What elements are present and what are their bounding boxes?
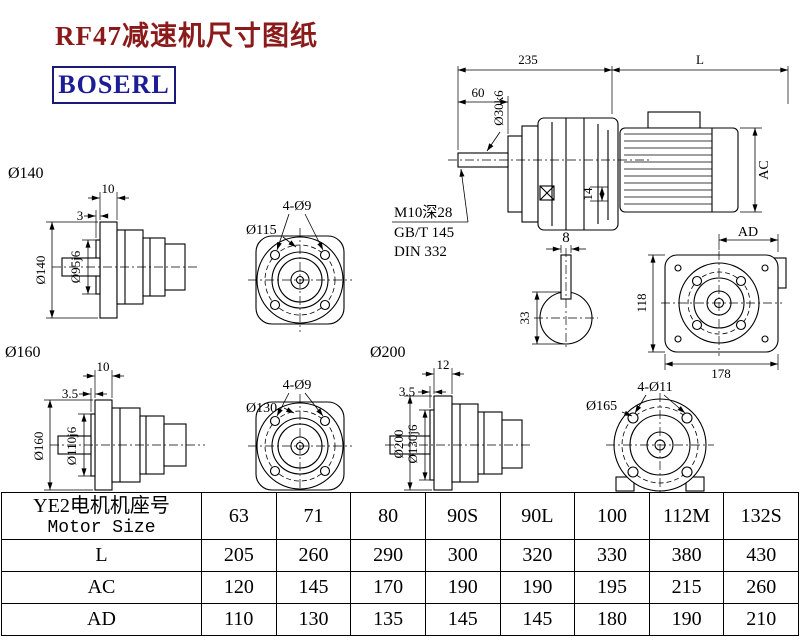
flange140-holes-label: 4-Ø9 — [283, 199, 312, 214]
flange160-thickness-label: 10 — [97, 359, 110, 374]
row-label: L — [1, 539, 202, 572]
shaft-section-detail: 8 33 — [517, 230, 598, 350]
table-cell: 190 — [648, 603, 725, 636]
table-cell: 195 — [574, 571, 650, 604]
flange160-front-view: 4-Ø9 Ø130 — [246, 378, 352, 491]
dim-235-label: 235 — [518, 52, 538, 67]
table-cell: 190 — [499, 571, 576, 604]
flange200-thickness-label: 12 — [437, 357, 450, 372]
table-cell: 180 — [574, 603, 650, 636]
plug-symbol — [539, 185, 555, 201]
flange140-thickness-label: 10 — [102, 181, 115, 196]
page-title: RF47减速机尺寸图纸 — [55, 21, 318, 51]
size-col-header: 71 — [275, 492, 352, 540]
flange160-holes-label: 4-Ø9 — [283, 378, 312, 393]
flange160-outer-dia-label: Ø160 — [31, 432, 46, 461]
table-cell: 110 — [201, 603, 277, 636]
table-cell: 215 — [648, 571, 725, 604]
dim-60-label: 60 — [472, 85, 485, 100]
table-cell: 320 — [499, 539, 576, 572]
key-width-label: 8 — [562, 230, 570, 246]
size-col-header: 90L — [499, 492, 576, 540]
motor-size-header: YE2电机机座号 Motor Size — [1, 492, 202, 540]
table-cell: 145 — [499, 603, 576, 636]
flange160-spigot-dia-label: Ø110j6 — [64, 426, 79, 465]
dim-118-label: 118 — [634, 293, 649, 312]
table-cell: 290 — [350, 539, 426, 572]
table-row-AD: AD 110 130 135 145 145 180 190 210 — [1, 603, 799, 636]
size-col-header: 80 — [350, 492, 426, 540]
flange160-side-view: Ø160 10 3.5 Ø160 Ø110j6 — [5, 344, 205, 491]
assembly-side-view: 235 L 60 Ø30k6 14 AC M10深28 GB/T 145 DIN… — [392, 52, 789, 260]
table-cell: 190 — [424, 571, 501, 604]
rear-view: AD 118 178 — [634, 225, 787, 381]
table-cell: 380 — [648, 539, 725, 572]
rear-housing — [664, 254, 779, 353]
table-row-L: L 205 260 290 300 320 330 380 430 — [1, 539, 799, 572]
table-row-AC: AC 120 145 170 190 190 195 215 260 — [1, 571, 799, 604]
table-cell: 135 — [350, 603, 426, 636]
flange200-spigot-depth-label: 3.5 — [399, 384, 415, 399]
table-cell: 170 — [350, 571, 426, 604]
flange140-bolt-circle-label: Ø115 — [246, 223, 277, 238]
motor-body — [619, 127, 739, 213]
size-col-header: 132S — [723, 492, 799, 540]
table-cell: 120 — [201, 571, 277, 604]
flange140-spigot-depth-label: 3 — [77, 208, 84, 223]
table-cell: 300 — [424, 539, 501, 572]
table-header-row: YE2电机机座号 Motor Size 63 71 80 90S 90L 100… — [1, 492, 799, 540]
table-cell: 130 — [275, 603, 352, 636]
flange140-plate — [99, 221, 118, 319]
motor-fins — [624, 133, 712, 205]
dim-L-label: L — [696, 52, 704, 67]
terminal-box — [647, 111, 701, 129]
dim-178-label: 178 — [711, 366, 731, 381]
row-label: AD — [1, 603, 202, 636]
flange200-spigot-dia-label: Ø130j6 — [405, 424, 420, 464]
flange160-bolt-circle-label: Ø130 — [246, 401, 277, 416]
table-cell: 145 — [275, 571, 352, 604]
size-col-header: 90S — [424, 492, 501, 540]
size-col-header: 112M — [648, 492, 725, 540]
flange200-front-view: 4-Ø11 Ø165 — [586, 380, 714, 492]
table-cell: 210 — [723, 603, 799, 636]
flange140-title: Ø140 — [8, 165, 44, 182]
dim-AD-label: AD — [738, 225, 758, 240]
flange160-title: Ø160 — [5, 344, 41, 361]
table-cell: 260 — [275, 539, 352, 572]
table-cell: 430 — [723, 539, 799, 572]
dim-AC-label: AC — [757, 160, 772, 179]
size-col-header: 100 — [574, 492, 650, 540]
header-en: Motor Size — [47, 517, 156, 538]
size-col-header: 63 — [201, 492, 277, 540]
key-depth-label: 33 — [517, 312, 532, 325]
flange140-side-view: Ø140 10 3 Ø140 Ø95j6 — [8, 165, 200, 319]
thread-note-line1: M10深28 — [394, 204, 452, 221]
flange140-outer-dia-label: Ø140 — [33, 256, 48, 285]
table-cell: 145 — [424, 603, 501, 636]
flange200-plate — [433, 395, 453, 491]
table-cell: 205 — [201, 539, 277, 572]
flange160-spigot-depth-label: 3.5 — [62, 386, 78, 401]
header-cn: YE2电机机座号 — [33, 494, 170, 517]
thread-note-line2: GB/T 145 — [394, 225, 454, 241]
gearbox-housing — [537, 117, 619, 231]
brand-logo: BOSERL — [52, 66, 176, 104]
table-cell: 330 — [574, 539, 650, 572]
flange140-front-view: 4-Ø9 Ø115 — [246, 199, 352, 332]
dim-14-label: 14 — [580, 187, 595, 201]
table-cell: 260 — [723, 571, 799, 604]
flange200-side-view: Ø200 12 3.5 Ø200 Ø130j6 — [370, 344, 532, 491]
flange200-title: Ø200 — [370, 344, 406, 361]
flange200-bolt-circle-label: Ø165 — [586, 399, 617, 414]
flange140-spigot-dia-label: Ø95j6 — [68, 250, 83, 283]
row-label: AC — [1, 571, 202, 604]
flange200-outer-dia-label: Ø200 — [391, 430, 406, 459]
technical-drawing: 235 L 60 Ø30k6 14 AC M10深28 GB/T 145 DIN… — [5, 52, 789, 492]
shaft-diameter-label: Ø30k6 — [491, 90, 506, 126]
thread-note-line3: DIN 332 — [394, 244, 447, 260]
flange200-holes-label: 4-Ø11 — [637, 380, 672, 395]
motor-size-table: YE2电机机座号 Motor Size 63 71 80 90S 90L 100… — [1, 492, 799, 636]
